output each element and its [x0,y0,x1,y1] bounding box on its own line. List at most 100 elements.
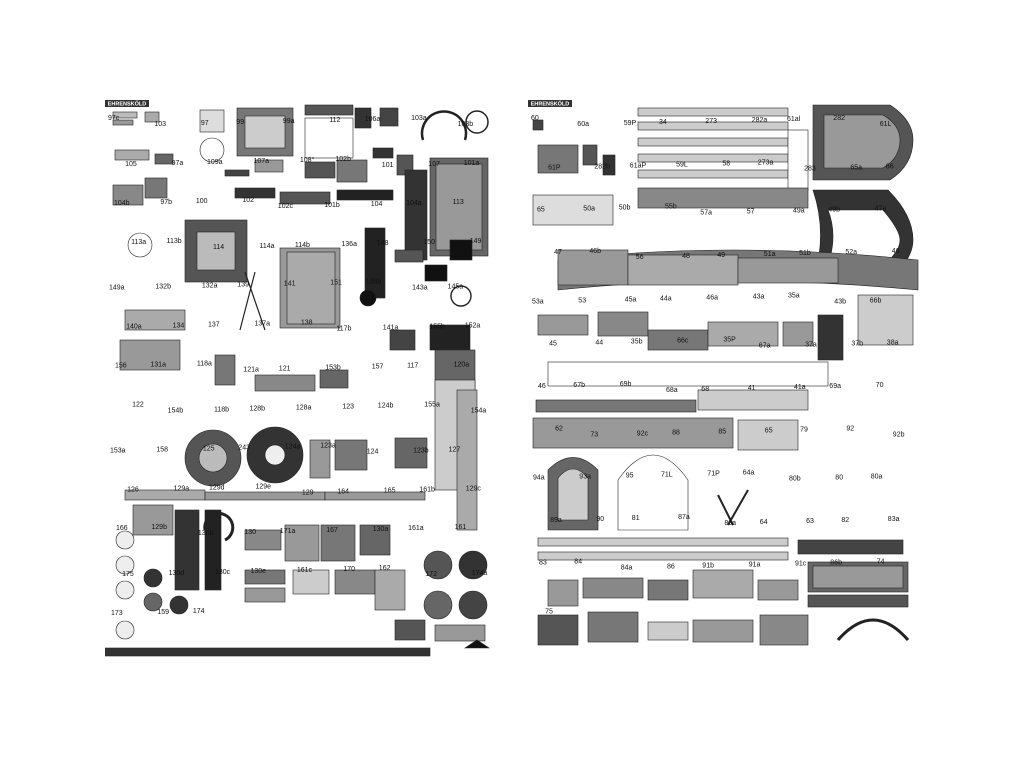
part-number-label: 148 [377,240,389,247]
parts-sheet-left: EHRENSKÖLD [105,100,497,662]
part-number-label: 141 [284,281,296,288]
logo-banner [528,100,572,107]
part-number-label: 57a [700,210,712,217]
part-number-label: 162 [379,565,391,572]
part-number-label: 68a [666,387,678,394]
part-number-label: 86b [830,559,842,566]
part-number-label: 95 [626,473,634,480]
part-number-label: 83a [888,516,900,523]
part-number-label: 69a [829,383,841,390]
part-number-label: 124a [285,443,301,450]
part-number-label: 44 [595,340,603,347]
part-number-label: 60 [531,115,539,122]
part-number-label: 151 [330,280,342,287]
part-number-label: 137 [208,322,220,329]
part-number-label: 41a [794,384,806,391]
part-number-label: 102c [278,203,294,210]
part-number-label: 34 [659,119,667,126]
part-number-label: 35P [723,337,736,344]
part-number-label: 67b [573,382,585,389]
part-number-label: 66c [677,338,689,345]
part-number-label: 114a [260,243,275,250]
part-number-label: 283 [804,165,816,172]
part-number-label: 139 [237,282,249,289]
part-number-label: 50a [583,206,595,213]
part-number-label: 130 [244,529,256,536]
part-number-label: 85 [718,428,726,435]
part-number-label: 104a [406,200,422,207]
part-number-label: 161a [408,525,424,532]
part-number-label: 49 [717,252,725,259]
part-number-label: 123 [342,404,354,411]
part-number-label: 129d [209,484,225,491]
part-number-label: 84 [574,558,582,565]
part-number-label: 161c [297,567,313,574]
part-number-label: 118b [214,407,229,414]
part-number-label: 161b [419,486,435,493]
part-number-label: 107a [254,158,270,165]
logo-text: EHRENSKÖLD [108,100,147,107]
part-number-label: 51a [764,251,776,258]
part-number-label: 117 [407,363,418,370]
part-number-label: 56 [636,254,644,261]
part-number-label: 121a [243,367,259,374]
part-number-label: 125 [203,445,215,452]
part-number-label: 41 [748,385,756,392]
part-number-label: 243 [238,444,250,451]
part-number-label: 131a [150,362,166,369]
part-number-label: 59L [676,161,688,168]
logo-text: EHRENSKÖLD [531,100,570,107]
part-number-label: 129e [256,483,272,490]
part-number-label: 91a [749,561,761,568]
part-number-label: 154a [471,408,487,415]
part-number-label: 107 [428,161,440,168]
part-number-label: 156 [115,363,127,370]
part-number-label: 92 [846,425,854,432]
part-number-label: 155a [424,402,440,409]
part-number-label: 130d [169,570,185,577]
part-number-label: 86 [667,563,675,570]
part-number-label: 282b [594,163,610,170]
part-number-label: 79 [800,426,808,433]
part-number-label: 282 [833,115,845,122]
part-number-label: 138b [366,279,382,286]
part-number-label: 149 [470,238,482,245]
part-number-label: 35a [788,292,800,299]
part-number-label: 92c [637,430,649,437]
parts-drawing-right: EHRENSKÖLD [528,100,919,646]
part-number-label: 37a [805,342,817,349]
part-number-label: 65 [765,427,773,434]
part-number-label: 113 [453,199,464,206]
part-number-label: 73 [590,431,598,438]
part-number-label: 46a [706,294,718,301]
part-number-label: 58 [722,160,730,167]
logo-banner [105,100,149,107]
parts-shapes-left [105,104,490,657]
part-number-label: 61L [880,121,892,128]
part-number-label: 134 [173,323,185,330]
part-number-label: 47 [554,249,562,256]
part-number-label: 130b [198,530,214,537]
part-number-label: 124b [378,403,394,410]
part-number-label: 137a [255,321,271,328]
part-number-label: 128a [296,405,312,412]
part-number-label: 43a [753,293,765,300]
part-number-label: 55b [665,204,677,211]
part-number-label: 172 [425,571,437,578]
part-number-label: 81 [632,515,640,522]
part-number-label: 97c [108,115,120,122]
part-number-label: 105 [125,161,137,168]
part-number-label: 46 [538,383,546,390]
part-number-label: 130e [251,568,267,575]
part-number-label: 57 [747,209,755,216]
part-number-label: 91c [795,560,807,567]
part-number-label: 68 [701,386,709,393]
part-number-label: 273a [758,159,774,166]
part-number-label: 60a [577,121,589,128]
part-number-label: 171a [280,528,296,535]
part-number-label: 140a [126,324,142,331]
part-number-label: 173 [111,610,123,617]
part-number-label: 92b [893,431,905,438]
part-number-label: 46 [892,248,900,255]
